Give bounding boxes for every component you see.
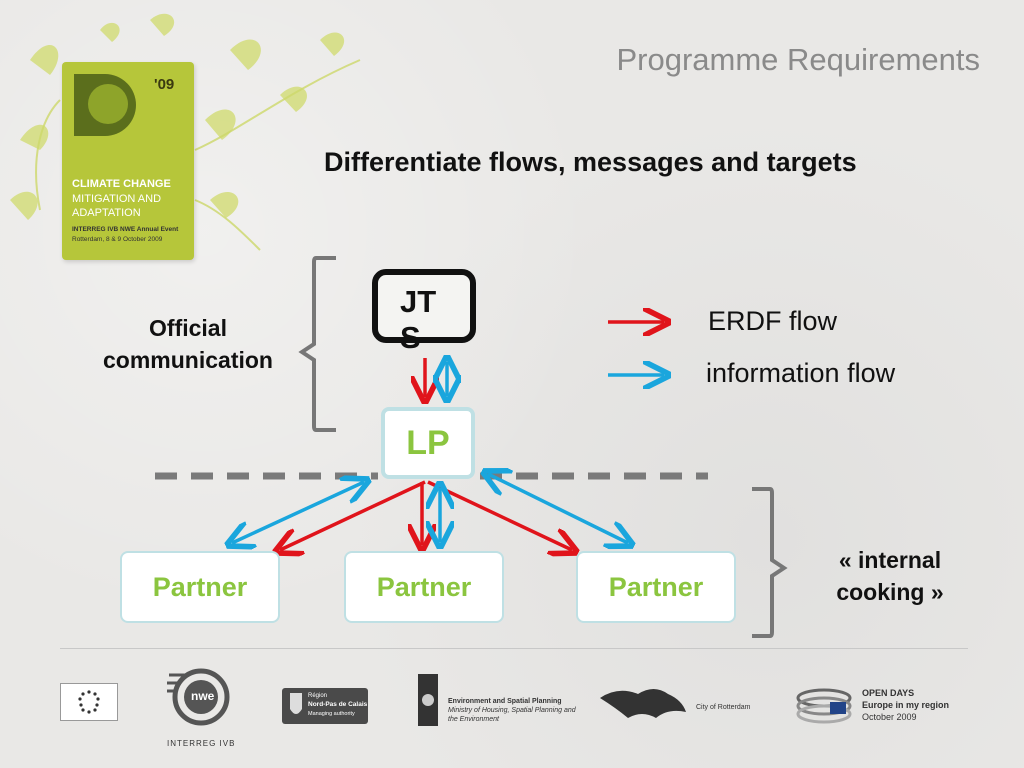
event-logo: '09 CLIMATE CHANGE MITIGATION AND ADAPTA… bbox=[62, 62, 194, 260]
event-line-1: CLIMATE CHANGE bbox=[72, 178, 171, 190]
partner-node-3: Partner bbox=[576, 551, 736, 623]
eu-flag-logo bbox=[60, 683, 118, 721]
info-arrow-lp-partner-1 bbox=[232, 482, 364, 543]
open-days-icon bbox=[796, 688, 852, 724]
event-line-2: MITIGATION AND bbox=[72, 193, 162, 205]
leaf-decoration bbox=[10, 13, 361, 251]
open-days-logo: OPEN DAYS Europe in my region October 20… bbox=[796, 686, 972, 726]
ministry-line-2: Ministry of Housing, Spatial Planning an… bbox=[448, 707, 576, 714]
region-line-3: Managing authority bbox=[308, 711, 355, 717]
ministry-line-1: Environment and Spatial Planning bbox=[448, 698, 562, 705]
open-days-line-3: October 2009 bbox=[862, 712, 917, 722]
erdf-arrow-lp-partner-3 bbox=[427, 480, 572, 550]
nwe-logo: nwe INTERREG IVB bbox=[163, 665, 235, 753]
eu-stars-icon bbox=[78, 690, 100, 714]
partner-node-2: Partner bbox=[344, 551, 504, 623]
official-bracket bbox=[298, 256, 336, 432]
nwe-ring-icon bbox=[167, 668, 230, 726]
event-line-4: INTERREG IVB NWE Annual Event bbox=[72, 226, 179, 233]
slide-title: Programme Requirements bbox=[616, 42, 980, 77]
nwe-text: nwe bbox=[191, 689, 215, 703]
region-emblem-icon bbox=[290, 693, 302, 714]
event-line-5: Rotterdam, 8 & 9 October 2009 bbox=[72, 236, 163, 243]
event-line-3: ADAPTATION bbox=[72, 207, 141, 219]
legend-info-label: information flow bbox=[706, 358, 896, 388]
internal-cooking-label: « internal cooking » bbox=[836, 547, 944, 605]
jts-node bbox=[372, 269, 476, 343]
jts-label: JTS bbox=[400, 284, 437, 355]
official-communication-label: Official communication bbox=[103, 315, 273, 373]
info-arrow-lp-partner-3 bbox=[488, 474, 628, 543]
open-days-line-1: OPEN DAYS bbox=[862, 688, 915, 698]
rotterdam-text: City of Rotterdam bbox=[696, 704, 751, 711]
ministry-logo: Environment and Spatial Planning Ministr… bbox=[416, 674, 576, 726]
rotterdam-lion-icon bbox=[600, 689, 686, 718]
erdf-arrow-lp-partner-1 bbox=[280, 480, 426, 550]
open-days-line-2: Europe in my region bbox=[862, 700, 950, 710]
partner-node-1: Partner bbox=[120, 551, 280, 623]
interreg-text: INTERREG IVB bbox=[167, 739, 236, 748]
ministry-line-3: the Environment bbox=[448, 716, 499, 723]
event-year: '09 bbox=[154, 76, 175, 93]
footer-divider bbox=[60, 648, 968, 649]
lp-node: LP bbox=[381, 407, 475, 479]
tree-emblem-icon bbox=[74, 74, 136, 136]
region-logo: Région Nord-Pas de Calais Managing autho… bbox=[282, 688, 368, 724]
rotterdam-logo: City of Rotterdam bbox=[598, 682, 768, 722]
region-line-2: Nord-Pas de Calais bbox=[308, 701, 368, 708]
internal-bracket bbox=[752, 487, 788, 638]
slide-subtitle: Differentiate flows, messages and target… bbox=[324, 147, 857, 177]
dutch-crest-icon bbox=[418, 674, 438, 726]
region-line-1: Région bbox=[308, 693, 328, 699]
legend-erdf-label: ERDF flow bbox=[708, 306, 838, 336]
